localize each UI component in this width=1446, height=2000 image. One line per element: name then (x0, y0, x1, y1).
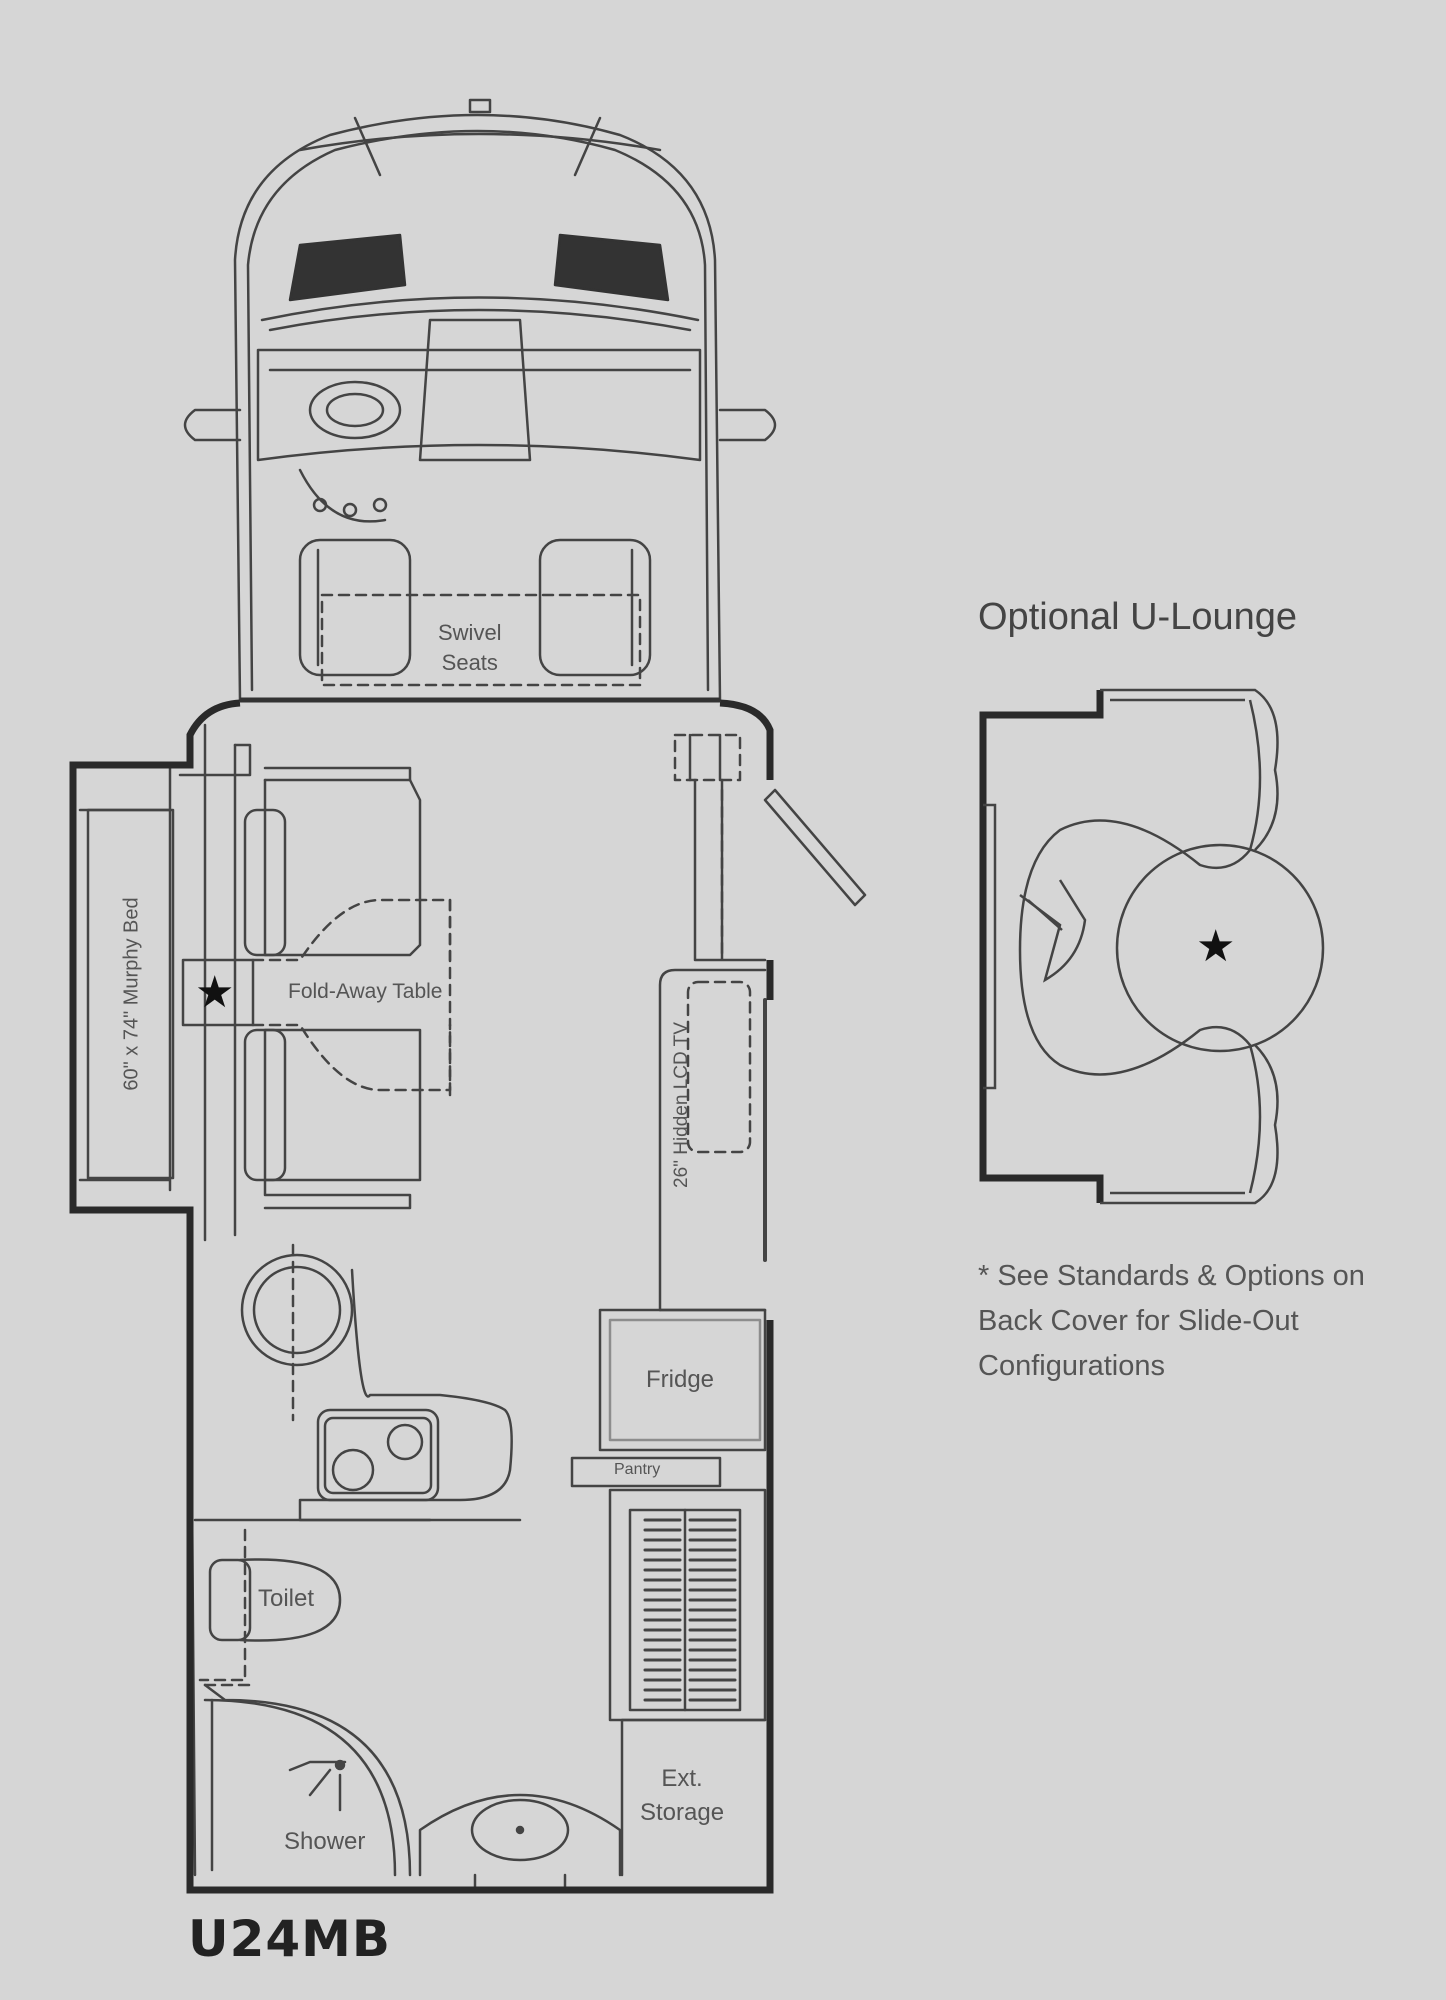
optional-u-lounge-drawing (979, 688, 1325, 1205)
shower-label: Shower (284, 1828, 366, 1855)
ext-storage-line2: Storage (640, 1799, 725, 1826)
right-mirror (718, 408, 777, 442)
slide-out-note: * See Standards & Options on Back Cover … (978, 1260, 1365, 1382)
ext-storage-label: Ext. Storage (640, 1762, 724, 1830)
star-icon: ★ (1196, 921, 1236, 972)
swivel-label-line1: Swivel (438, 620, 502, 645)
star-icon: ★ (195, 967, 235, 1018)
swivel-label-line2: Seats (441, 650, 498, 675)
wardrobe-hangers (643, 1518, 737, 1702)
cab-outline (183, 98, 777, 702)
left-mirror (183, 408, 242, 442)
fridge-label: Fridge (646, 1366, 715, 1393)
exterior-walls (69, 699, 774, 1894)
pantry-label: Pantry (614, 1461, 661, 1478)
fold-away-table-label: Fold-Away Table (288, 980, 443, 1003)
hidden-tv-label: 26" Hidden LCD TV (671, 1022, 692, 1188)
murphy-bed-label: 60" x 74" Murphy Bed (120, 897, 143, 1091)
optional-u-lounge-title: Optional U-Lounge (978, 596, 1297, 638)
swivel-seats-label: Swivel Seats (438, 618, 502, 678)
toilet-label: Toilet (258, 1585, 315, 1612)
coach-interior (78, 723, 867, 1892)
model-name: U24MB (188, 1910, 392, 1968)
ext-storage-line1: Ext. (661, 1765, 703, 1792)
